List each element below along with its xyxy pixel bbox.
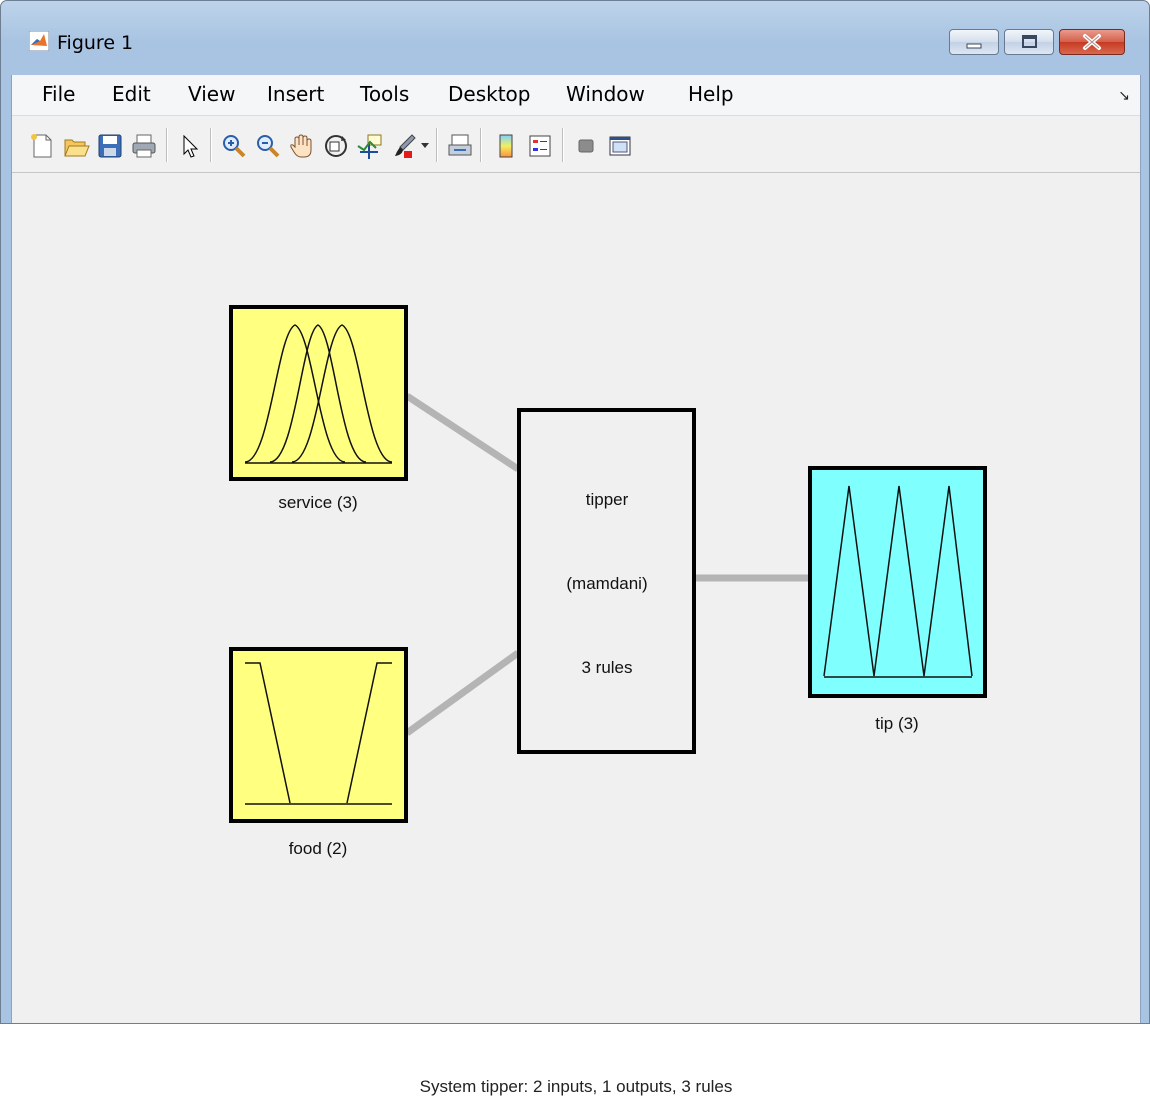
system-block[interactable]: tipper (mamdani) 3 rules <box>517 408 696 754</box>
close-icon <box>1083 34 1101 50</box>
service-mf-2 <box>269 324 367 463</box>
input-service-block[interactable] <box>229 305 408 481</box>
zoom-in-icon[interactable] <box>220 132 248 160</box>
brush-icon[interactable] <box>390 132 418 160</box>
food-mf-2 <box>346 662 392 804</box>
fis-diagram: service (3) food (2) tipper (mamdani) 3 … <box>229 305 987 858</box>
figure-axes-area[interactable]: service (3) food (2) tipper (mamdani) 3 … <box>12 173 1140 1096</box>
menu-file[interactable]: File <box>42 82 76 106</box>
service-mf-3 <box>291 324 393 463</box>
tip-mfs <box>823 485 973 677</box>
new-figure-icon[interactable] <box>28 132 56 160</box>
menu-help[interactable]: Help <box>688 82 734 106</box>
data-cursor-icon[interactable] <box>356 132 384 160</box>
colorbar-icon[interactable] <box>492 132 520 160</box>
maximize-icon <box>1022 35 1037 48</box>
system-rules: 3 rules <box>581 658 632 677</box>
menu-insert[interactable]: Insert <box>267 82 325 106</box>
output-tip-label: tip (3) <box>875 714 918 733</box>
menu-bar: File Edit View Insert Tools Desktop Wind… <box>12 75 1140 116</box>
status-text: System tipper: 2 inputs, 1 outputs, 3 ru… <box>419 1077 733 1096</box>
window-title: Figure 1 <box>57 32 134 54</box>
service-mf-1 <box>244 324 346 463</box>
minimize-icon <box>966 43 982 49</box>
figure-toolbar <box>12 116 1140 173</box>
matlab-icon <box>29 31 49 51</box>
connector-service <box>405 393 520 472</box>
show-plot-tools-icon[interactable] <box>606 132 634 160</box>
menu-view[interactable]: View <box>188 82 236 106</box>
legend-icon[interactable] <box>526 132 554 160</box>
brush-dropdown-icon[interactable] <box>420 142 430 150</box>
close-button[interactable] <box>1059 29 1125 55</box>
input-service-label: service (3) <box>278 493 357 512</box>
pan-hand-icon[interactable] <box>288 132 316 160</box>
rotate-3d-icon[interactable] <box>322 132 350 160</box>
menu-edit[interactable]: Edit <box>112 82 151 106</box>
figure-client-area: File Edit View Insert Tools Desktop Wind… <box>11 75 1141 1096</box>
toolbar-separator <box>166 128 167 162</box>
toolbar-separator <box>562 128 563 162</box>
minimize-button[interactable] <box>949 29 999 55</box>
system-type: (mamdani) <box>566 574 647 593</box>
toolbar-separator <box>480 128 481 162</box>
open-file-icon[interactable] <box>62 132 90 160</box>
dock-arrow-icon[interactable]: ↘ <box>1118 87 1130 103</box>
output-tip-block[interactable] <box>808 466 987 698</box>
input-food-block[interactable] <box>229 647 408 823</box>
zoom-out-icon[interactable] <box>254 132 282 160</box>
edit-plot-arrow-icon[interactable] <box>176 132 204 160</box>
save-icon[interactable] <box>96 132 124 160</box>
menu-desktop[interactable]: Desktop <box>448 82 531 106</box>
connector-food <box>404 650 521 736</box>
link-plot-icon[interactable] <box>446 132 474 160</box>
maximize-button[interactable] <box>1004 29 1054 55</box>
menu-tools[interactable]: Tools <box>360 82 410 106</box>
food-mf-1 <box>245 662 291 804</box>
input-food-label: food (2) <box>289 839 348 858</box>
print-icon[interactable] <box>130 132 158 160</box>
toolbar-separator <box>436 128 437 162</box>
hide-plot-tools-icon[interactable] <box>572 132 600 160</box>
system-name: tipper <box>586 490 629 509</box>
menu-window[interactable]: Window <box>566 82 645 106</box>
toolbar-separator <box>210 128 211 162</box>
